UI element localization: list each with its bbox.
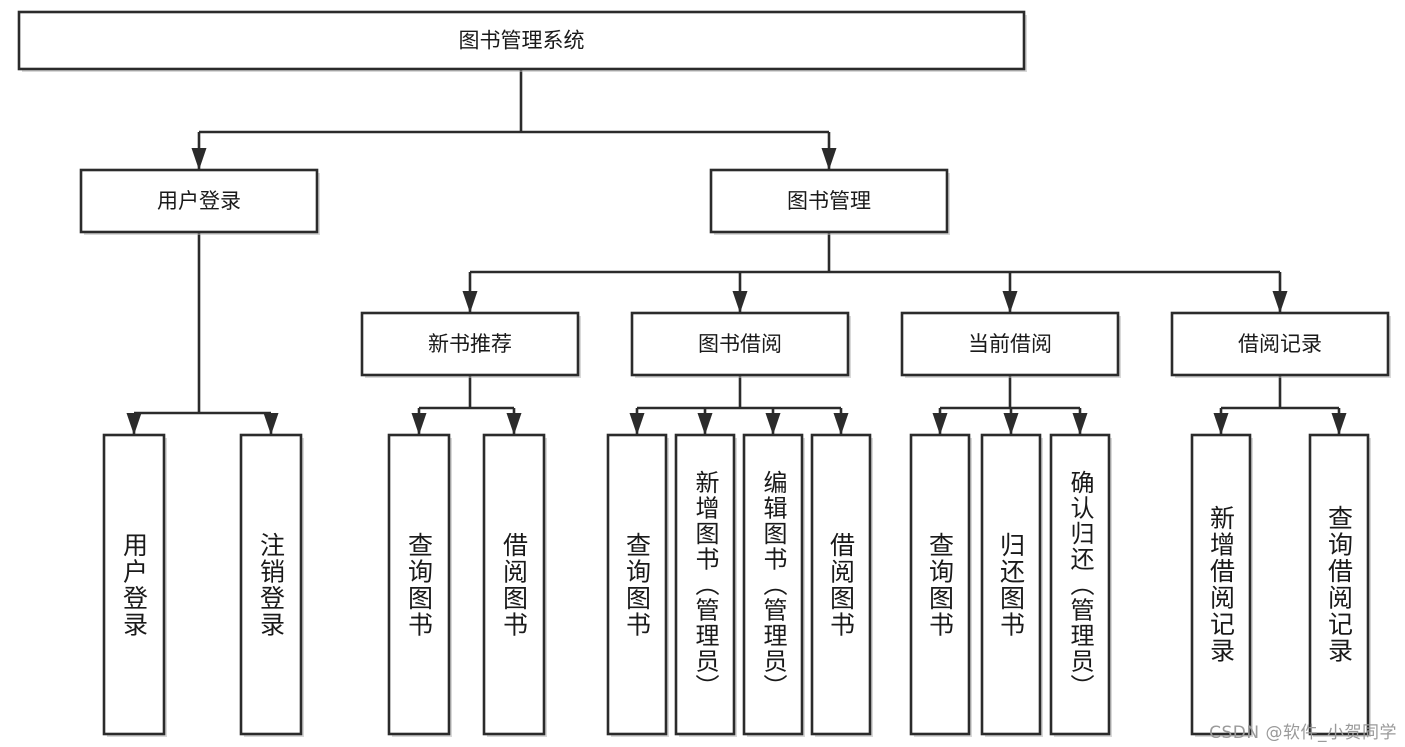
edge-arrowhead [1072, 413, 1088, 435]
edge-arrowhead [932, 413, 948, 435]
connector-newbookrec-to-leaves [411, 375, 522, 435]
node-label: 用户登录 [157, 189, 241, 213]
node-box-leaf-rec-borrow-book[interactable] [482, 433, 546, 736]
edge-arrowhead [126, 413, 142, 435]
node-box-leaf-bb-borrow-book[interactable] [810, 433, 872, 736]
node-box-root[interactable] [17, 10, 1026, 71]
node-box-leaf-bb-edit-book[interactable] [742, 433, 804, 736]
edge-arrowhead [1002, 291, 1018, 313]
edge-layer [126, 69, 1347, 435]
node-box-leaf-cb-return-book[interactable] [980, 433, 1042, 736]
edge-arrowhead [1331, 413, 1347, 435]
node-box-leaf-br-query-record[interactable] [1308, 433, 1370, 736]
node-label: 当前借阅 [968, 332, 1052, 356]
connector-root-to-level1 [191, 69, 837, 170]
node-label: 图书借阅 [698, 332, 782, 356]
edge-arrowhead [462, 291, 478, 313]
connector-userlogin-to-leaves [126, 232, 279, 435]
node-label: 借阅记录 [1238, 332, 1322, 356]
connector-currentborrow-to-leaves [932, 375, 1088, 435]
edge-arrowhead [821, 148, 837, 170]
edge-arrowhead [1213, 413, 1229, 435]
node-box-new-book-rec[interactable] [360, 311, 580, 377]
node-box-leaf-bb-query-book[interactable] [606, 433, 668, 736]
edge-arrowhead [833, 413, 849, 435]
edge-arrowhead [697, 413, 713, 435]
edge-arrowhead [765, 413, 781, 435]
node-box-book-manage[interactable] [709, 168, 949, 234]
node-label: 新书推荐 [428, 332, 512, 356]
edge-arrowhead [732, 291, 748, 313]
edge-arrowhead [263, 413, 279, 435]
edge-arrowhead [1003, 413, 1019, 435]
box-layer [17, 10, 1391, 737]
node-box-book-borrow[interactable] [630, 311, 850, 377]
node-box-leaf-cb-confirm-return[interactable] [1049, 433, 1111, 736]
connector-bookborrow-to-leaves [629, 375, 849, 435]
connector-bookmanage-to-level2 [462, 232, 1288, 313]
node-box-borrow-record[interactable] [1170, 311, 1390, 377]
node-box-leaf-bb-add-book[interactable] [674, 433, 736, 736]
node-label: 图书管理系统 [459, 29, 585, 53]
node-box-user-login[interactable] [79, 168, 319, 234]
node-label: 图书管理 [787, 189, 871, 213]
edge-arrowhead [1272, 291, 1288, 313]
node-box-leaf-user-login[interactable] [102, 433, 166, 736]
node-box-current-borrow[interactable] [900, 311, 1120, 377]
edge-arrowhead [191, 148, 207, 170]
edge-arrowhead [411, 413, 427, 435]
node-box-leaf-cb-query-book[interactable] [909, 433, 971, 736]
node-box-leaf-user-logout[interactable] [239, 433, 303, 736]
connector-borrowrecord-to-leaves [1213, 375, 1347, 435]
edge-arrowhead [506, 413, 522, 435]
edge-arrowhead [629, 413, 645, 435]
node-box-leaf-br-add-record[interactable] [1190, 433, 1252, 736]
node-box-leaf-rec-query-book[interactable] [387, 433, 451, 736]
